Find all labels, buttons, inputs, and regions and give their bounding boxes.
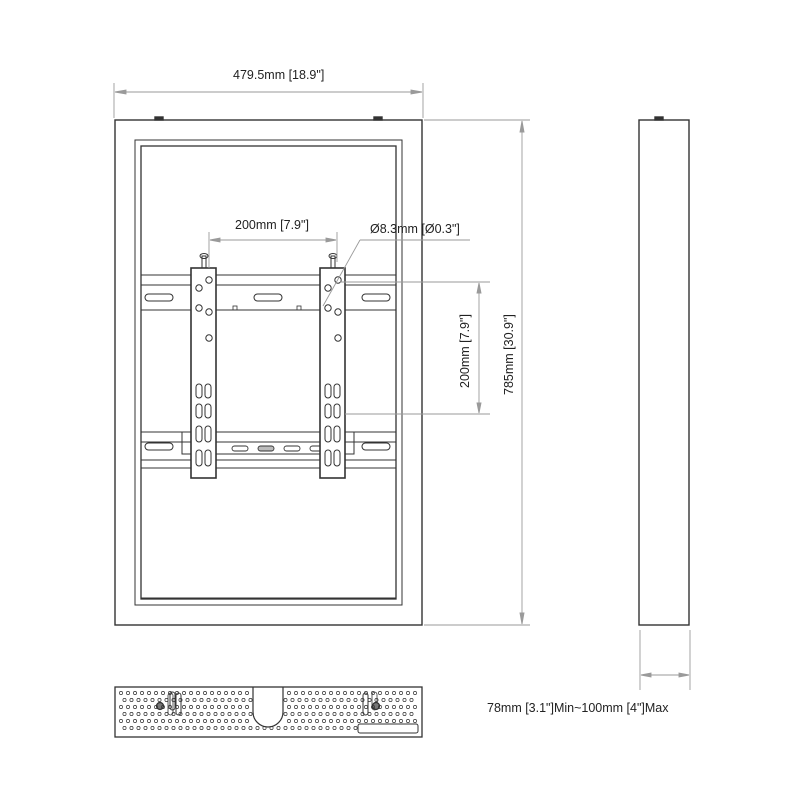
hole-diameter-label: Ø8.3mm [Ø0.3"] — [370, 222, 460, 236]
front-view — [114, 116, 423, 626]
side-view — [638, 116, 690, 626]
top-rail — [140, 274, 397, 286]
right-vesa-bracket — [319, 253, 346, 479]
overall-width-label: 479.5mm [18.9"] — [233, 68, 325, 82]
depth-range-label: 78mm [3.1"]Min~100mm [4"]Max — [487, 701, 669, 715]
inner-panel — [134, 139, 403, 606]
dimension-lines — [113, 83, 691, 690]
vesa-vertical-label: 200mm [7.9"] — [458, 314, 472, 388]
vesa-horizontal-label: 200mm [7.9"] — [235, 218, 309, 232]
bottom-rail — [140, 431, 397, 443]
overall-height-label: 785mm [30.9"] — [502, 314, 516, 395]
bottom-view — [114, 686, 423, 738]
enclosure-outer-frame — [114, 119, 423, 626]
left-vesa-bracket — [190, 253, 217, 479]
